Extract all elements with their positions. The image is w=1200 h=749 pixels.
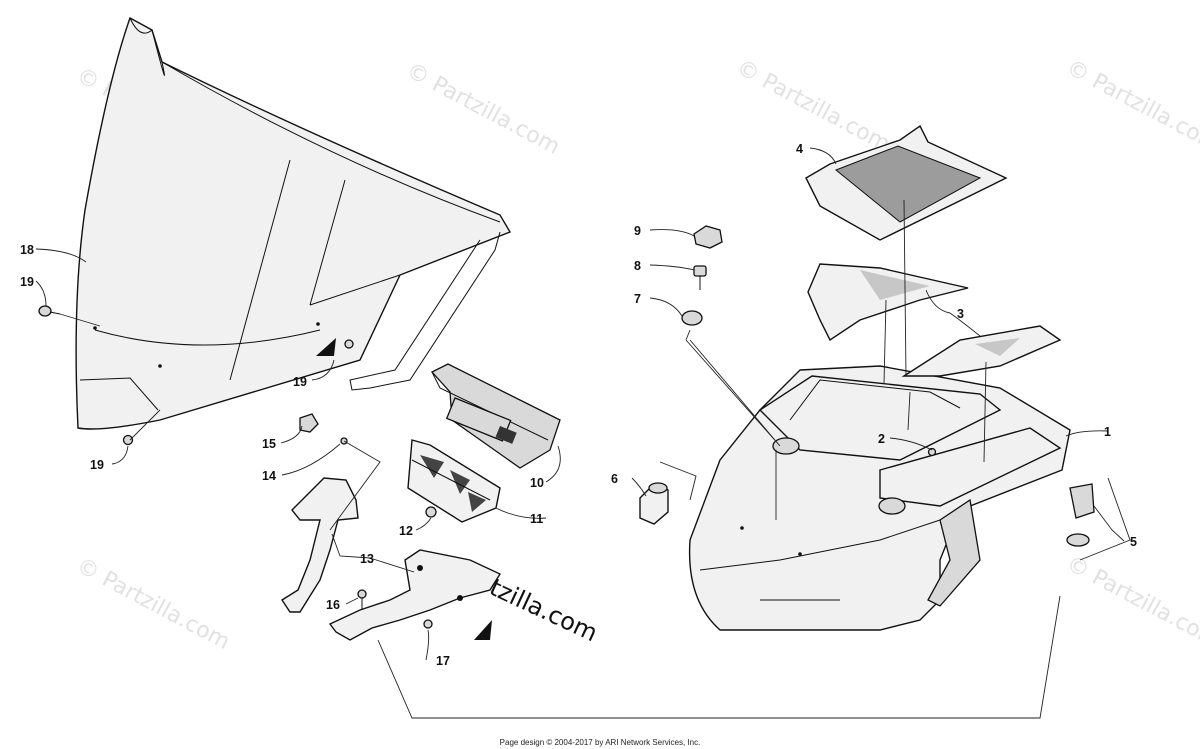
svg-text:14: 14 bbox=[262, 469, 276, 483]
svg-text:12: 12 bbox=[399, 524, 413, 538]
grille-part-3[interactable] bbox=[901, 325, 1062, 377]
callout-18: 18 bbox=[20, 243, 34, 257]
bolt-part-12[interactable] bbox=[425, 506, 437, 518]
key-part-8[interactable] bbox=[693, 265, 707, 290]
nut-part-15[interactable] bbox=[299, 413, 319, 433]
outlet-part-5[interactable] bbox=[1066, 483, 1095, 547]
svg-text:8: 8 bbox=[634, 259, 641, 273]
direction-arrow-icon bbox=[474, 620, 492, 640]
grille-part-3[interactable] bbox=[807, 263, 969, 342]
windshield-part-18[interactable] bbox=[75, 16, 512, 430]
svg-text:7: 7 bbox=[634, 292, 641, 306]
callout-6: 6 bbox=[611, 472, 618, 486]
callout-15: 15 bbox=[262, 437, 276, 451]
bolt-part-17[interactable] bbox=[423, 619, 433, 629]
callout-17: 17 bbox=[436, 654, 450, 668]
svg-text:1: 1 bbox=[1104, 425, 1111, 439]
callout-7: 7 bbox=[634, 292, 641, 306]
callout-13: 13 bbox=[360, 552, 374, 566]
svg-text:17: 17 bbox=[436, 654, 450, 668]
svg-text:2: 2 bbox=[878, 432, 885, 446]
mount-bracket-part-13[interactable] bbox=[281, 477, 502, 641]
svg-text:19: 19 bbox=[293, 375, 307, 389]
callout-1: 1 bbox=[1104, 425, 1111, 439]
watermark-text: © Partzilla.com bbox=[1062, 551, 1200, 653]
switch-part-6[interactable] bbox=[639, 482, 669, 525]
watermark-text: © Partzilla.com bbox=[732, 55, 894, 157]
callout-14: 14 bbox=[262, 469, 276, 483]
callout-19: 19 bbox=[20, 275, 34, 289]
svg-text:18: 18 bbox=[20, 243, 34, 257]
gauge-part-10[interactable] bbox=[430, 363, 561, 469]
leader-lines bbox=[35, 147, 1131, 719]
svg-text:5: 5 bbox=[1130, 535, 1137, 549]
svg-text:13: 13 bbox=[360, 552, 374, 566]
callout-9: 9 bbox=[634, 224, 641, 238]
callout-4: 4 bbox=[796, 142, 803, 156]
svg-text:10: 10 bbox=[530, 476, 544, 490]
svg-text:15: 15 bbox=[262, 437, 276, 451]
callout-19: 19 bbox=[90, 458, 104, 472]
ignition-cap-part-9[interactable] bbox=[693, 225, 723, 249]
callout-5: 5 bbox=[1130, 535, 1137, 549]
watermark-text: © Partzilla.com bbox=[402, 58, 564, 160]
callout-19: 19 bbox=[293, 375, 307, 389]
screw-part-16[interactable] bbox=[357, 589, 367, 610]
svg-text:9: 9 bbox=[634, 224, 641, 238]
page-footer: Page design © 2004-2017 by ARI Network S… bbox=[499, 738, 701, 747]
callout-2: 2 bbox=[878, 432, 885, 446]
callout-3: 3 bbox=[957, 307, 964, 321]
svg-text:16: 16 bbox=[326, 598, 340, 612]
screw-part-2[interactable] bbox=[927, 447, 937, 457]
watermark-text: © Partzilla.com bbox=[72, 553, 234, 655]
svg-text:11: 11 bbox=[530, 512, 543, 526]
callout-10: 10 bbox=[530, 476, 544, 490]
watermark-text: © Partzilla.com bbox=[1062, 55, 1200, 157]
svg-text:3: 3 bbox=[957, 307, 964, 321]
gauge-bracket-part-11[interactable] bbox=[407, 439, 501, 523]
svg-text:19: 19 bbox=[20, 275, 34, 289]
svg-text:6: 6 bbox=[611, 472, 618, 486]
direction-arrow-icon bbox=[316, 338, 336, 356]
callout-11: 11 bbox=[530, 512, 543, 526]
svg-text:4: 4 bbox=[796, 142, 803, 156]
svg-text:19: 19 bbox=[90, 458, 104, 472]
callout-16: 16 bbox=[326, 598, 340, 612]
washer-part-19[interactable] bbox=[122, 434, 134, 446]
callout-12: 12 bbox=[399, 524, 413, 538]
screw-part-19[interactable] bbox=[38, 305, 61, 317]
callout-8: 8 bbox=[634, 259, 641, 273]
ignition-nut-part-7[interactable] bbox=[681, 310, 703, 326]
mesh-tray-part-4[interactable] bbox=[805, 124, 1008, 241]
screw-part-19[interactable] bbox=[344, 339, 354, 349]
dash-panel-part-1[interactable] bbox=[688, 365, 1071, 631]
